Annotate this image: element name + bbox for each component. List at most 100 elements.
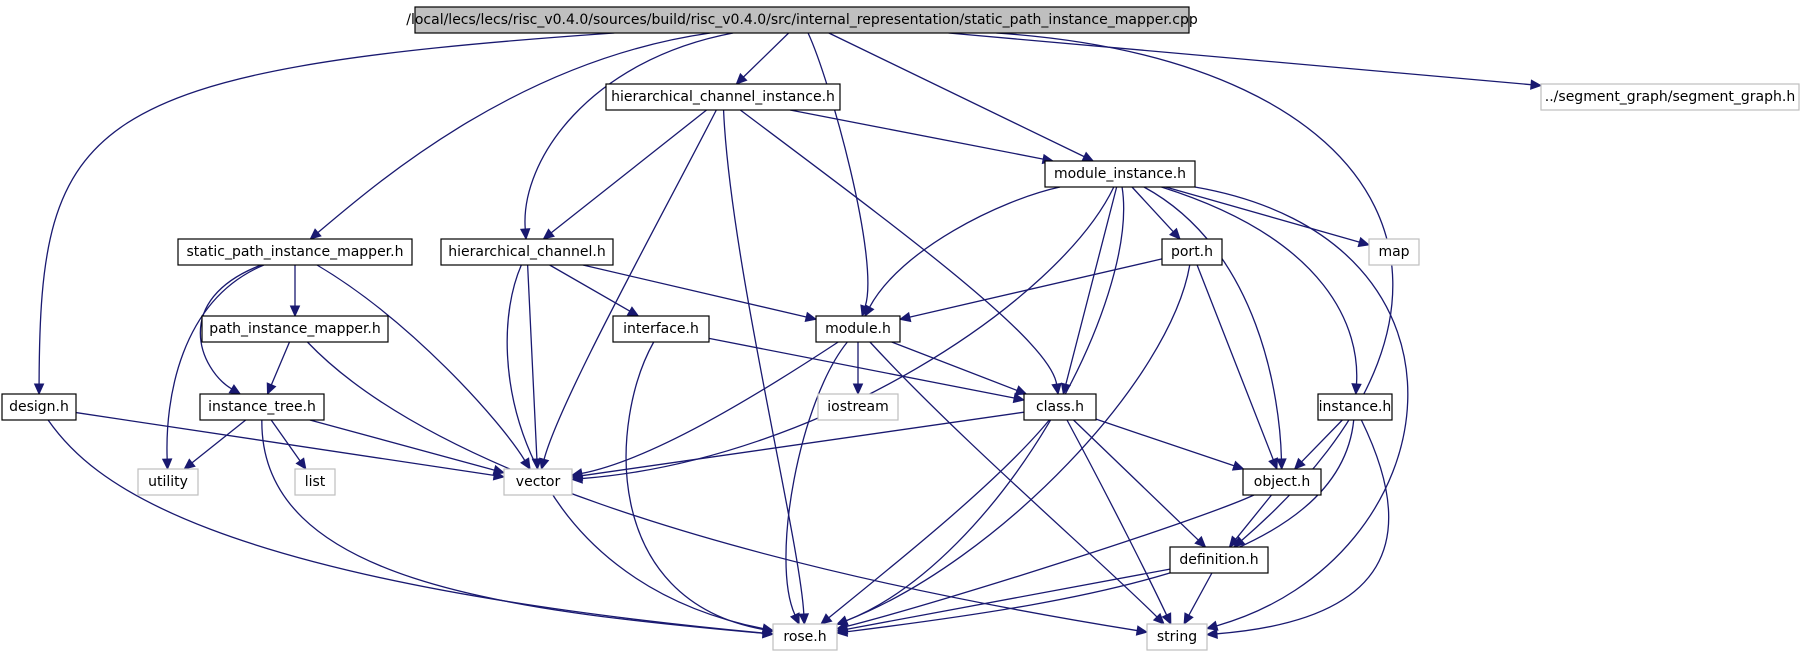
node-box xyxy=(817,393,899,421)
edge-port-to-object xyxy=(1196,264,1278,471)
node-map: map xyxy=(1368,238,1420,266)
edges-layer xyxy=(33,32,1543,640)
edge-root-to-segment_graph xyxy=(948,32,1543,90)
edge-module-to-iostream xyxy=(852,341,864,396)
edge-hier_chan_inst-to-vector xyxy=(539,109,717,471)
node-list: list xyxy=(294,468,336,496)
edge-arrowhead xyxy=(1194,535,1207,548)
node-rose: rose.h xyxy=(772,623,838,651)
edge-root-to-design xyxy=(33,32,615,396)
edge-arrowhead xyxy=(570,470,584,481)
edge-module_instance-to-port xyxy=(1131,186,1181,240)
node-label: hierarchical_channel.h xyxy=(448,244,606,260)
edge-hier_chan_inst-to-class xyxy=(739,109,1062,396)
node-label: definition.h xyxy=(1179,552,1258,568)
edge-port-to-module xyxy=(898,258,1163,323)
edge-line xyxy=(846,419,1355,633)
edge-hier_chan-to-interface xyxy=(549,264,640,317)
edge-arrowhead xyxy=(266,382,277,396)
edge-arrowhead xyxy=(852,383,864,396)
edge-line xyxy=(1194,186,1409,627)
edge-arrowhead xyxy=(161,458,173,471)
edge-line xyxy=(1066,419,1168,616)
edge-path_mapper-to-instance_tree xyxy=(266,341,291,396)
edge-root-to-hier_chan_inst xyxy=(735,32,790,85)
edge-line xyxy=(550,109,707,234)
edge-class-to-rose xyxy=(820,419,1050,625)
edge-line xyxy=(526,264,538,460)
edge-arrowhead xyxy=(1205,628,1218,640)
node-instance-tree[interactable]: instance_tree.h xyxy=(199,393,325,421)
edge-line xyxy=(270,341,291,386)
edge-module_instance-to-module xyxy=(864,186,1061,318)
edge-line xyxy=(722,109,805,615)
edge-class-to-definition xyxy=(1073,419,1207,548)
node-path-mapper[interactable]: path_instance_mapper.h xyxy=(201,315,389,343)
node-label: static_path_instance_mapper.h xyxy=(187,244,404,260)
edge-line xyxy=(1188,572,1213,616)
node-label: ../segment_graph/segment_graph.h xyxy=(1545,89,1795,105)
node-module[interactable]: module.h xyxy=(815,315,901,343)
node-module-instance[interactable]: module_instance.h xyxy=(1044,160,1196,188)
node-hier-chan[interactable]: hierarchical_channel.h xyxy=(440,238,614,266)
edge-arrowhead xyxy=(520,457,531,471)
edge-arrowhead xyxy=(519,228,531,241)
edge-class-to-vector xyxy=(570,411,1025,481)
edge-instance_tree-to-list xyxy=(270,419,307,470)
edge-line xyxy=(199,264,262,390)
node-label: path_instance_mapper.h xyxy=(209,321,381,337)
edge-module-to-rose xyxy=(785,341,848,626)
node-string: string xyxy=(1146,623,1208,651)
node-utility: utility xyxy=(137,468,199,496)
edge-class-to-object xyxy=(1095,418,1245,471)
node-root[interactable]: /local/lecs/lecs/risc_v0.4.0/sources/bui… xyxy=(406,6,1198,34)
edge-static_path-to-vector xyxy=(316,264,531,471)
node-label: design.h xyxy=(9,399,69,415)
node-definition[interactable]: definition.h xyxy=(1169,546,1269,574)
node-class[interactable]: class.h xyxy=(1023,393,1097,421)
edge-instance_tree-to-rose xyxy=(261,419,775,639)
node-static-path[interactable]: static_path_instance_mapper.h xyxy=(177,238,413,266)
edge-root-to-hier_chan xyxy=(519,32,734,241)
node-vector: vector xyxy=(503,468,573,496)
node-label: string xyxy=(1157,629,1197,645)
edge-arrowhead xyxy=(835,623,849,635)
edge-instance-to-rose xyxy=(835,419,1355,637)
node-box xyxy=(1317,393,1393,421)
edge-path_mapper-to-string xyxy=(306,341,1149,636)
edge-module_instance-to-map xyxy=(1165,186,1371,248)
edge-line xyxy=(828,32,1085,158)
node-label: hierarchical_channel_instance.h xyxy=(611,89,835,105)
node-label: module_instance.h xyxy=(1054,166,1186,182)
edge-arrowhead xyxy=(295,457,307,470)
edge-object-to-definition xyxy=(1228,494,1273,548)
edge-root-to-definition xyxy=(996,32,1394,548)
node-interface[interactable]: interface.h xyxy=(612,315,710,343)
edge-arrowhead xyxy=(1183,612,1194,626)
edge-definition-to-string xyxy=(1183,572,1213,626)
edge-instance_tree-to-utility xyxy=(183,419,247,470)
edge-module-to-string xyxy=(869,341,1165,625)
edge-line xyxy=(270,419,301,462)
edge-arrowhead xyxy=(1228,535,1241,548)
edge-arrowhead xyxy=(864,304,875,318)
edge-line xyxy=(306,341,1138,632)
edge-line xyxy=(828,419,1050,619)
node-object[interactable]: object.h xyxy=(1242,468,1322,496)
node-port[interactable]: port.h xyxy=(1161,238,1223,266)
edge-arrowhead xyxy=(1135,625,1149,636)
edge-line xyxy=(38,32,615,385)
node-design[interactable]: design.h xyxy=(1,393,77,421)
node-box xyxy=(503,468,573,496)
edge-line xyxy=(581,411,1025,477)
node-label: instance.h xyxy=(1319,399,1392,415)
node-box xyxy=(1146,623,1208,651)
edge-module_instance-to-string xyxy=(1194,186,1409,631)
edge-line xyxy=(1196,264,1274,460)
edge-line xyxy=(309,419,495,471)
node-box xyxy=(294,468,336,496)
node-hier-chan-inst[interactable]: hierarchical_channel_instance.h xyxy=(605,83,841,111)
edge-arrowhead xyxy=(898,311,912,323)
node-label: class.h xyxy=(1036,399,1084,415)
node-instance[interactable]: instance.h xyxy=(1317,393,1393,421)
